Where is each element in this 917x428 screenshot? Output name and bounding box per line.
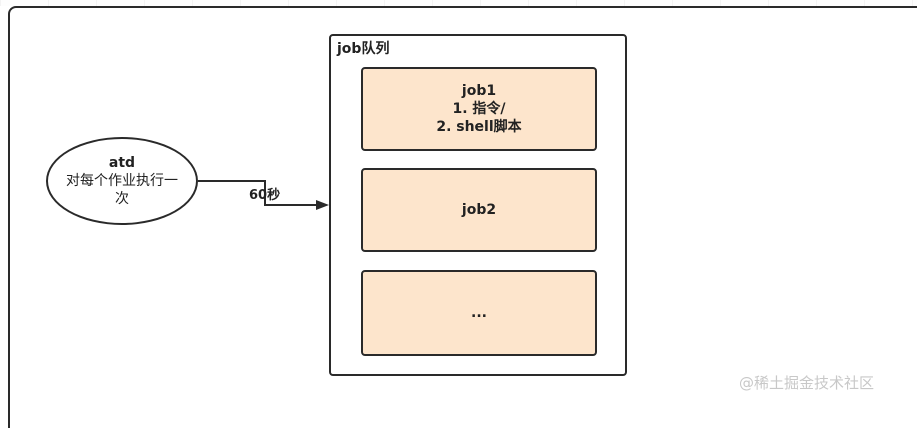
job-box-1: job1 1. 指令/ 2. shell脚本	[361, 67, 597, 151]
outer-frame	[8, 6, 917, 428]
job-box-2: job2	[361, 168, 597, 252]
job1-name: job1	[461, 83, 497, 99]
queue-title: job队列	[337, 41, 390, 57]
top-ruler	[0, 0, 917, 6]
atd-title: atd	[108, 155, 136, 171]
job1-item-1: 1. 指令/	[452, 101, 506, 117]
job3-ellipsis: ...	[471, 305, 487, 321]
job-queue: job队列 job1 1. 指令/ 2. shell脚本 job2 ...	[329, 34, 627, 376]
watermark: @稀土掘金技术社区	[739, 374, 875, 392]
atd-node: atd 对每个作业执行一 次	[46, 137, 198, 225]
job1-item-2: 2. shell脚本	[436, 119, 522, 135]
edge-label: 60秒	[249, 188, 281, 203]
atd-desc-line2: 次	[115, 191, 129, 207]
job-box-ellipsis: ...	[361, 270, 597, 356]
job2-name: job2	[461, 202, 497, 218]
atd-desc-line1: 对每个作业执行一	[66, 173, 178, 189]
